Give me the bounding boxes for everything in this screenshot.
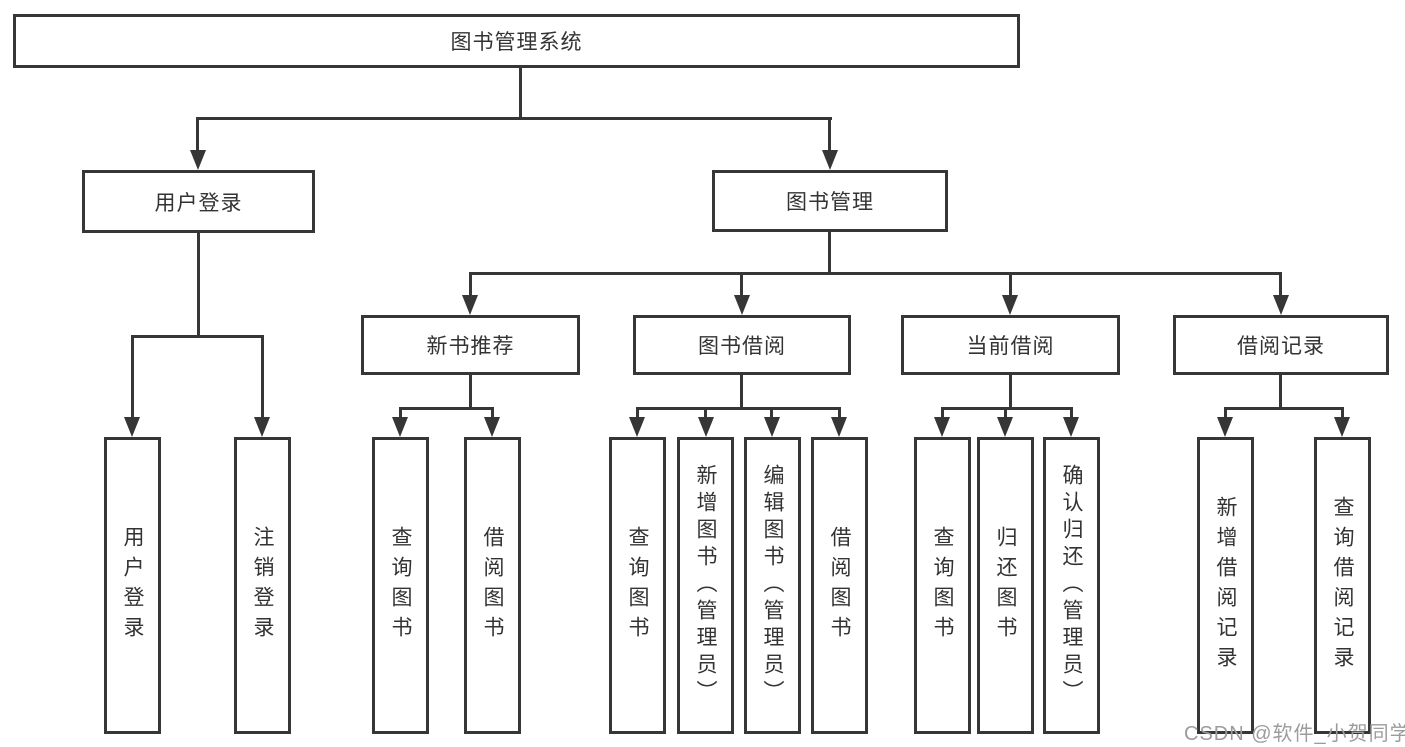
leaf-user-login: 用户登录 xyxy=(104,437,161,734)
leaf-query-borrow-record-label: 查询借阅记录 xyxy=(1331,495,1354,676)
arrowhead-user-login xyxy=(190,150,206,170)
connector-drop-g3c1 xyxy=(636,407,639,419)
arrowhead-g4c2 xyxy=(997,417,1013,437)
node-current-borrow: 当前借阅 xyxy=(901,315,1120,375)
node-new-book-recommend: 新书推荐 xyxy=(361,315,580,375)
arrowhead-newbook xyxy=(462,295,478,315)
arrowhead-g3c2 xyxy=(698,417,714,437)
node-user-login-label: 用户登录 xyxy=(154,191,243,215)
connector-borrow-bar xyxy=(636,407,841,410)
node-book-borrow: 图书借阅 xyxy=(633,315,851,375)
leaf-add-borrow-record-label: 新增借阅记录 xyxy=(1214,495,1237,676)
connector-drop-g4c1 xyxy=(941,407,944,419)
connector-current-bar xyxy=(941,407,1073,410)
csdn-watermark: CSDN @软件_小贺同学 xyxy=(1184,723,1405,745)
leaf-query-book-recommend: 查询图书 xyxy=(372,437,429,734)
arrowhead-leaf-logout xyxy=(254,417,270,437)
leaf-logout-label: 注销登录 xyxy=(251,525,274,646)
leaf-query-book-recommend-label: 查询图书 xyxy=(389,525,412,646)
connector-drop-records xyxy=(1279,272,1282,297)
connector-records-stem xyxy=(1279,375,1282,407)
arrowhead-g4c1 xyxy=(934,417,950,437)
connector-drop-newbook xyxy=(469,272,472,297)
node-borrow-records-label: 借阅记录 xyxy=(1237,335,1325,358)
connector-drop-leaf-logout xyxy=(261,335,264,420)
connector-drop-g4c2 xyxy=(1004,407,1007,419)
leaf-add-book-admin: 新增图书（管理员） xyxy=(677,437,734,734)
connector-bookmgmt-stem xyxy=(828,232,831,272)
connector-drop-g5c2 xyxy=(1341,407,1344,419)
connector-drop-g5c1 xyxy=(1224,407,1227,419)
leaf-query-book-current: 查询图书 xyxy=(914,437,971,734)
arrowhead-g5c2 xyxy=(1334,417,1350,437)
leaf-add-borrow-record: 新增借阅记录 xyxy=(1197,437,1254,734)
connector-drop-book-mgmt xyxy=(828,117,831,153)
connector-newbook-stem xyxy=(469,375,472,407)
leaf-query-book-current-label: 查询图书 xyxy=(931,525,954,646)
connector-drop-g2c2 xyxy=(491,407,494,419)
leaf-borrow-book-recommend-label: 借阅图书 xyxy=(481,525,504,646)
leaf-logout: 注销登录 xyxy=(234,437,291,734)
connector-root-stem xyxy=(519,68,522,117)
node-book-borrow-label: 图书借阅 xyxy=(698,335,786,358)
node-borrow-records: 借阅记录 xyxy=(1173,315,1389,375)
leaf-borrow-book-recommend: 借阅图书 xyxy=(464,437,521,734)
connector-drop-g3c3 xyxy=(770,407,773,419)
node-user-login: 用户登录 xyxy=(82,170,315,233)
connector-root-bar xyxy=(196,117,832,120)
arrowhead-records xyxy=(1273,295,1289,315)
arrowhead-g3c1 xyxy=(629,417,645,437)
arrowhead-g2c2 xyxy=(484,417,500,437)
connector-userlogin-bar xyxy=(131,335,264,338)
arrowhead-g5c1 xyxy=(1217,417,1233,437)
connector-drop-leaf-login xyxy=(131,335,134,420)
node-root: 图书管理系统 xyxy=(13,14,1020,68)
connector-drop-g3c2 xyxy=(704,407,707,419)
node-root-label: 图书管理系统 xyxy=(450,31,583,54)
connector-drop-current xyxy=(1009,272,1012,297)
arrowhead-current xyxy=(1002,295,1018,315)
node-book-mgmt: 图书管理 xyxy=(712,170,948,232)
leaf-borrow-book-label: 借阅图书 xyxy=(828,525,851,646)
arrowhead-g2c1 xyxy=(392,417,408,437)
leaf-query-book-borrow: 查询图书 xyxy=(609,437,666,734)
leaf-return-book-label: 归还图书 xyxy=(994,525,1017,646)
connector-userlogin-stem xyxy=(197,233,200,335)
leaf-add-book-admin-label: 新增图书（管理员） xyxy=(694,464,717,707)
leaf-confirm-return-admin: 确认归还（管理员） xyxy=(1043,437,1100,734)
node-current-borrow-label: 当前借阅 xyxy=(966,335,1055,358)
connector-borrow-stem xyxy=(740,375,743,407)
leaf-edit-book-admin: 编辑图书（管理员） xyxy=(744,437,801,734)
connector-newbook-bar xyxy=(399,407,494,410)
connector-drop-g4c3 xyxy=(1070,407,1073,419)
leaf-borrow-book: 借阅图书 xyxy=(811,437,868,734)
leaf-edit-book-admin-label: 编辑图书（管理员） xyxy=(761,464,784,707)
leaf-query-book-borrow-label: 查询图书 xyxy=(626,525,649,646)
leaf-confirm-return-admin-label: 确认归还（管理员） xyxy=(1060,464,1083,707)
node-new-book-recommend-label: 新书推荐 xyxy=(426,335,515,358)
arrowhead-borrow xyxy=(734,295,750,315)
connector-drop-user-login xyxy=(196,117,199,153)
connector-drop-borrow xyxy=(740,272,743,297)
arrowhead-g3c3 xyxy=(764,417,780,437)
leaf-return-book: 归还图书 xyxy=(977,437,1034,734)
arrowhead-g4c3 xyxy=(1063,417,1079,437)
connector-drop-g2c1 xyxy=(399,407,402,419)
connector-records-bar xyxy=(1224,407,1344,410)
arrowhead-book-mgmt xyxy=(822,150,838,170)
arrowhead-leaf-login xyxy=(124,417,140,437)
arrowhead-g3c4 xyxy=(831,417,847,437)
node-book-mgmt-label: 图书管理 xyxy=(786,191,874,214)
connector-bookmgmt-bar xyxy=(469,272,1282,275)
leaf-query-borrow-record: 查询借阅记录 xyxy=(1314,437,1371,734)
connector-current-stem xyxy=(1009,375,1012,407)
leaf-user-login-label: 用户登录 xyxy=(121,525,144,646)
connector-drop-g3c4 xyxy=(838,407,841,419)
